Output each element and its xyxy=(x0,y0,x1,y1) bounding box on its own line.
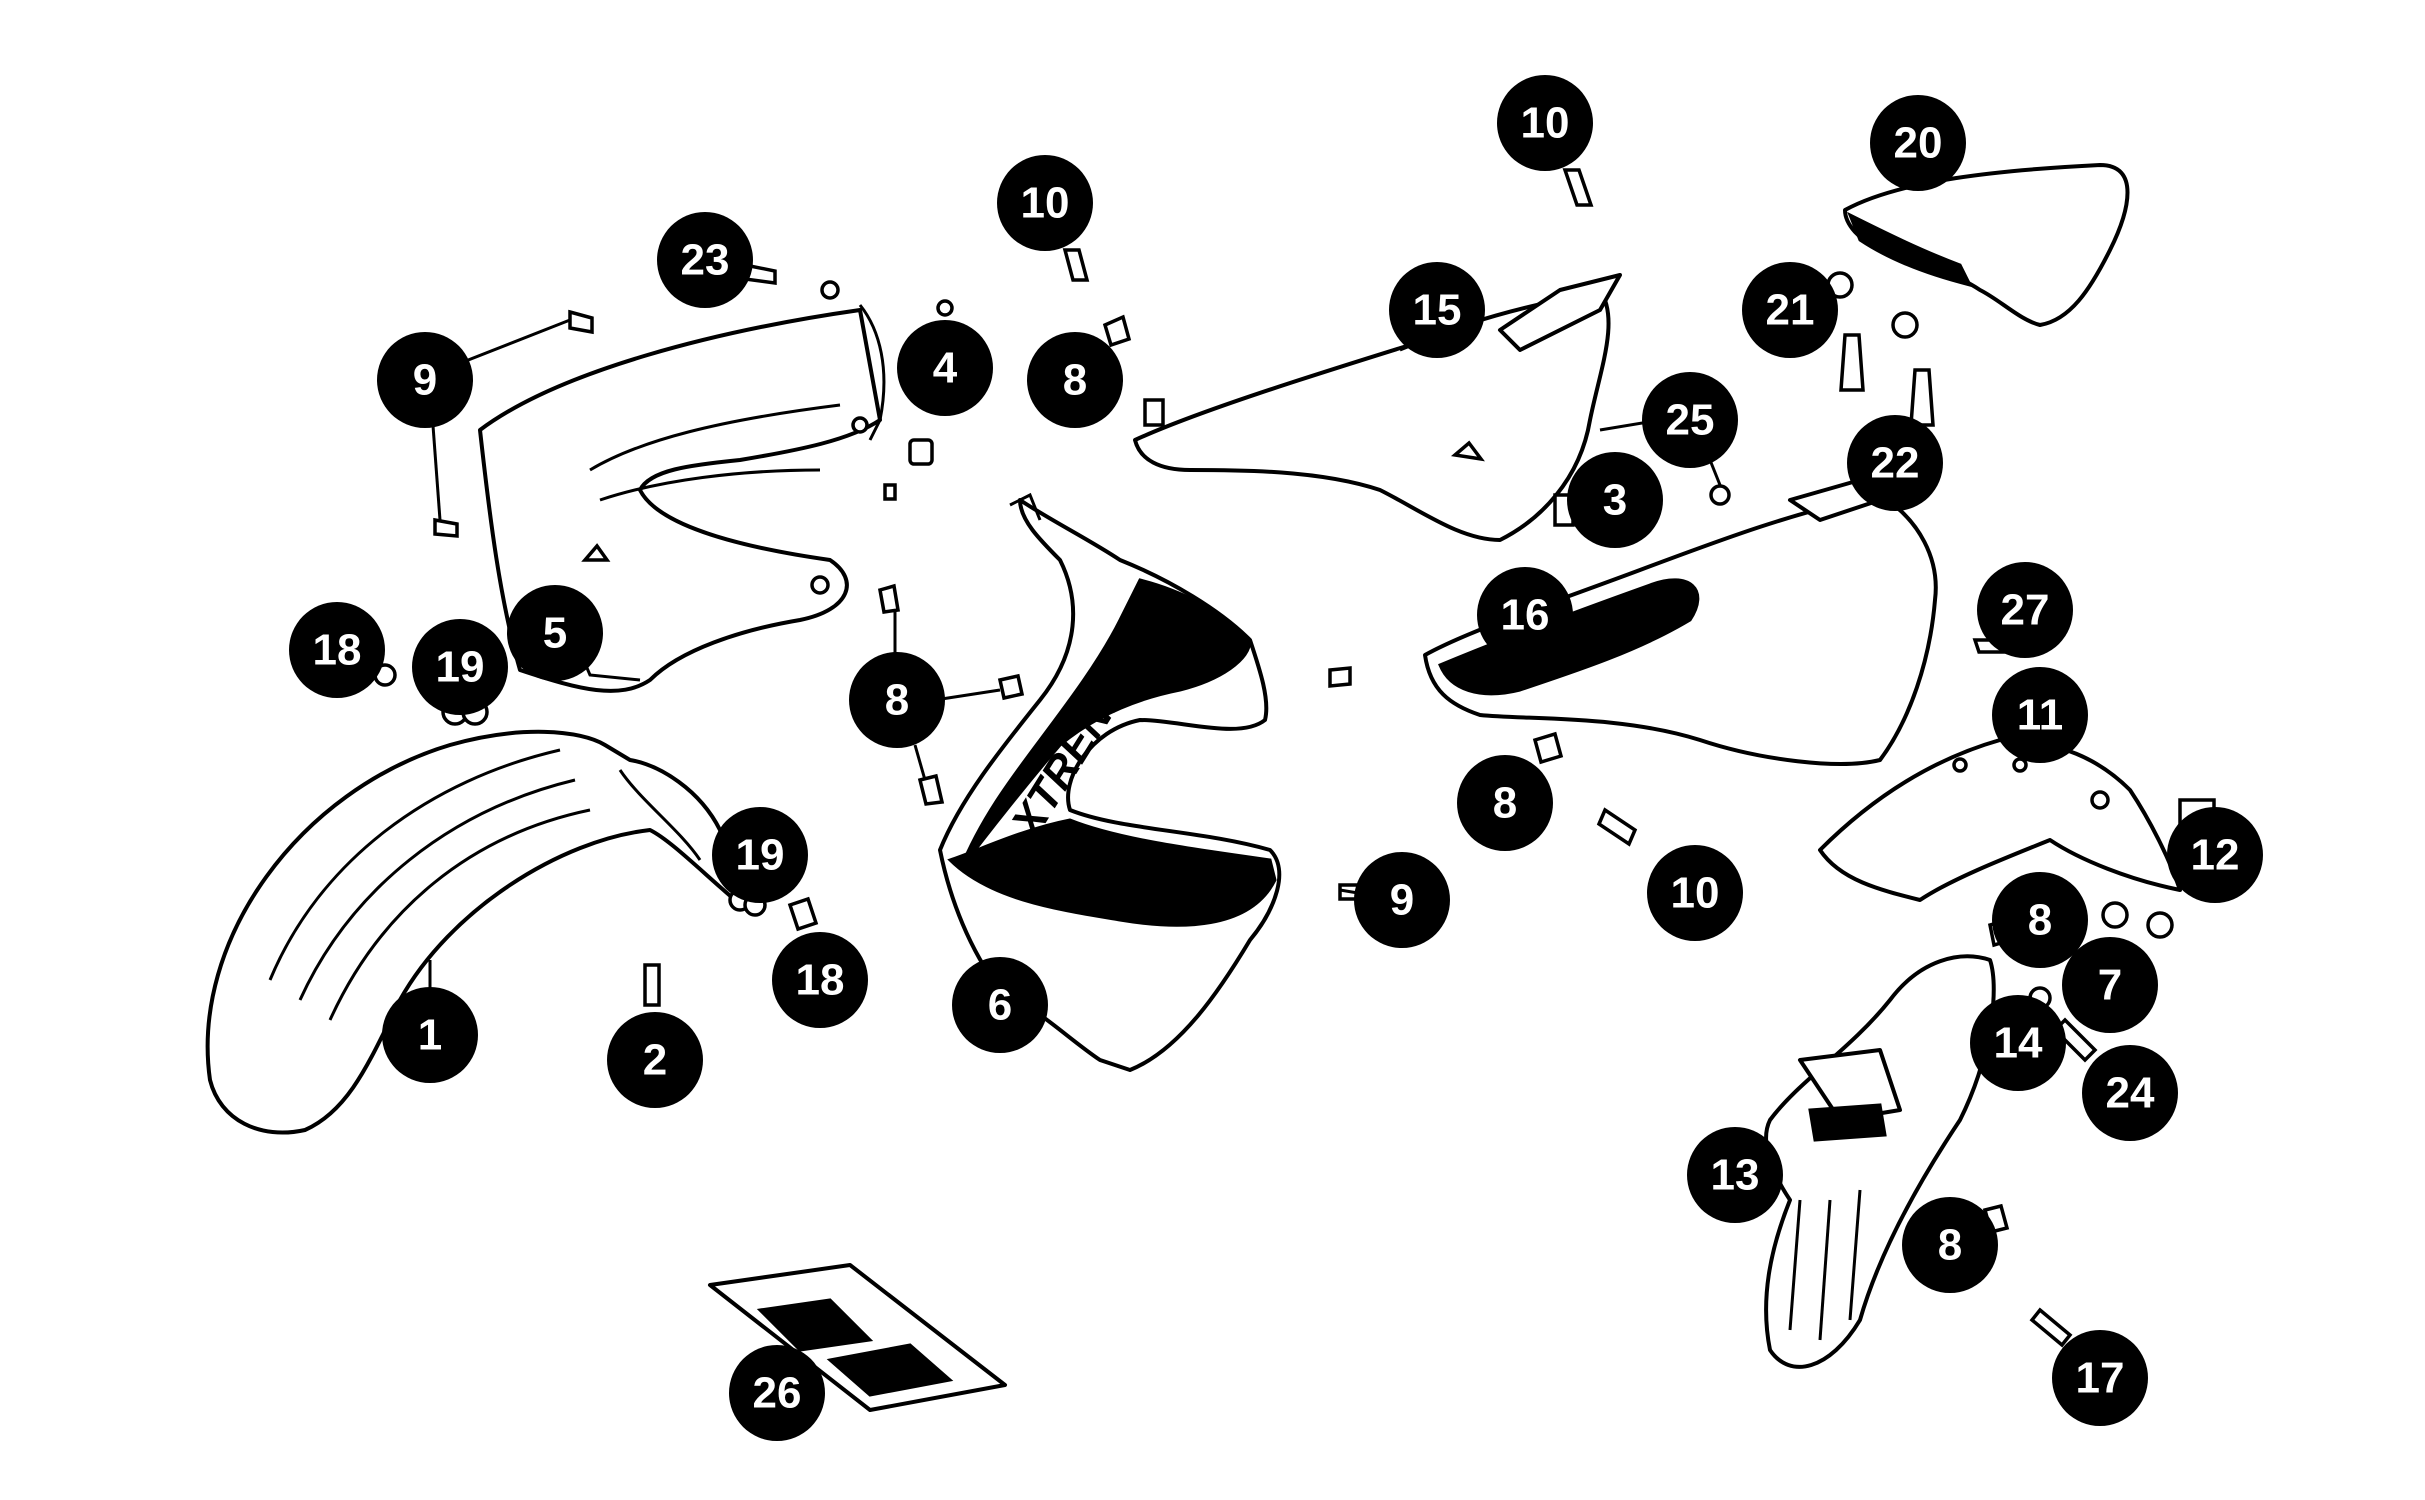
callout-11: 11 xyxy=(1992,667,2088,763)
hardware-and-leaders xyxy=(373,168,2216,1348)
callout-12: 12 xyxy=(2167,807,2263,903)
callout-27: 27 xyxy=(1977,562,2073,658)
seat-cowl xyxy=(1843,163,2130,327)
callout-8d: 8 xyxy=(1992,872,2088,968)
callout-1: 1 xyxy=(382,987,478,1083)
callout-8a: 8 xyxy=(1027,332,1123,428)
callout-15: 15 xyxy=(1389,262,1485,358)
callout-label: 5 xyxy=(543,609,567,658)
callout-24: 24 xyxy=(2082,1045,2178,1141)
callout-label: 19 xyxy=(436,643,485,692)
callout-label: 8 xyxy=(1938,1221,1962,1270)
callout-label: 20 xyxy=(1894,119,1943,168)
callout-17: 17 xyxy=(2052,1330,2148,1426)
callout-label: 27 xyxy=(2001,586,2050,635)
callout-8e: 8 xyxy=(1902,1197,1998,1293)
callout-label: 16 xyxy=(1501,591,1550,640)
callout-5: 5 xyxy=(507,585,603,681)
callout-13: 13 xyxy=(1687,1127,1783,1223)
callout-label: 15 xyxy=(1413,286,1462,335)
callout-label: 9 xyxy=(413,356,437,405)
callout-label: 7 xyxy=(2098,961,2122,1010)
callout-3: 3 xyxy=(1567,452,1663,548)
callout-label: 25 xyxy=(1666,396,1715,445)
callout-18b: 18 xyxy=(772,932,868,1028)
callout-label: 8 xyxy=(2028,896,2052,945)
callout-16: 16 xyxy=(1477,567,1573,663)
rear-fender-license-holder xyxy=(1764,954,1996,1369)
callout-label: 8 xyxy=(1063,356,1087,405)
callout-label: 11 xyxy=(2017,691,2064,740)
callout-18a: 18 xyxy=(289,602,385,698)
callout-14: 14 xyxy=(1970,995,2066,1091)
callout-label: 8 xyxy=(1493,779,1517,828)
rear-fender-top xyxy=(1818,738,2182,902)
callout-2: 2 xyxy=(607,1012,703,1108)
callout-label: 21 xyxy=(1766,286,1815,335)
callout-23: 23 xyxy=(657,212,753,308)
callout-label: 26 xyxy=(753,1369,802,1418)
callout-25: 25 xyxy=(1642,372,1738,468)
callout-22: 22 xyxy=(1847,415,1943,511)
callout-label: 4 xyxy=(933,344,958,393)
front-fender xyxy=(205,729,737,1135)
callout-20: 20 xyxy=(1870,95,1966,191)
callout-label: 2 xyxy=(643,1036,667,1085)
callout-8c: 8 xyxy=(1457,755,1553,851)
callout-label: 24 xyxy=(2106,1069,2155,1118)
callout-label: 8 xyxy=(885,676,909,725)
callout-label: 12 xyxy=(2191,831,2240,880)
callout-10a: 10 xyxy=(997,155,1093,251)
left-side-cover xyxy=(1133,273,1622,542)
callout-label: 22 xyxy=(1871,439,1920,488)
callout-10b: 10 xyxy=(1497,75,1593,171)
front-fairing: XTRENIZA xyxy=(938,492,1282,1072)
callout-label: 1 xyxy=(418,1011,442,1060)
callout-9a: 9 xyxy=(377,332,473,428)
callout-26: 26 xyxy=(729,1345,825,1441)
callout-label: 3 xyxy=(1603,476,1627,525)
callout-9b: 9 xyxy=(1354,852,1450,948)
callout-label: 10 xyxy=(1521,99,1570,148)
callout-label: 17 xyxy=(2076,1354,2125,1403)
callout-8b: 8 xyxy=(849,652,945,748)
callout-6: 6 xyxy=(952,957,1048,1053)
callout-21: 21 xyxy=(1742,262,1838,358)
callout-19b: 19 xyxy=(712,807,808,903)
callout-label: 14 xyxy=(1994,1019,2043,1068)
callout-4: 4 xyxy=(897,320,993,416)
callout-label: 10 xyxy=(1021,179,1070,228)
callout-label: 19 xyxy=(736,831,785,880)
right-side-cover xyxy=(1423,478,1938,766)
callout-7: 7 xyxy=(2062,937,2158,1033)
callout-label: 10 xyxy=(1671,869,1720,918)
callout-label: 13 xyxy=(1711,1151,1760,1200)
callout-label: 9 xyxy=(1390,876,1414,925)
callout-label: 6 xyxy=(988,981,1012,1030)
callout-label: 18 xyxy=(796,956,845,1005)
callout-10c: 10 xyxy=(1647,845,1743,941)
callout-label: 23 xyxy=(681,236,730,285)
callout-label: 18 xyxy=(313,626,362,675)
shroud-bracket xyxy=(851,299,954,501)
callout-19a: 19 xyxy=(412,619,508,715)
